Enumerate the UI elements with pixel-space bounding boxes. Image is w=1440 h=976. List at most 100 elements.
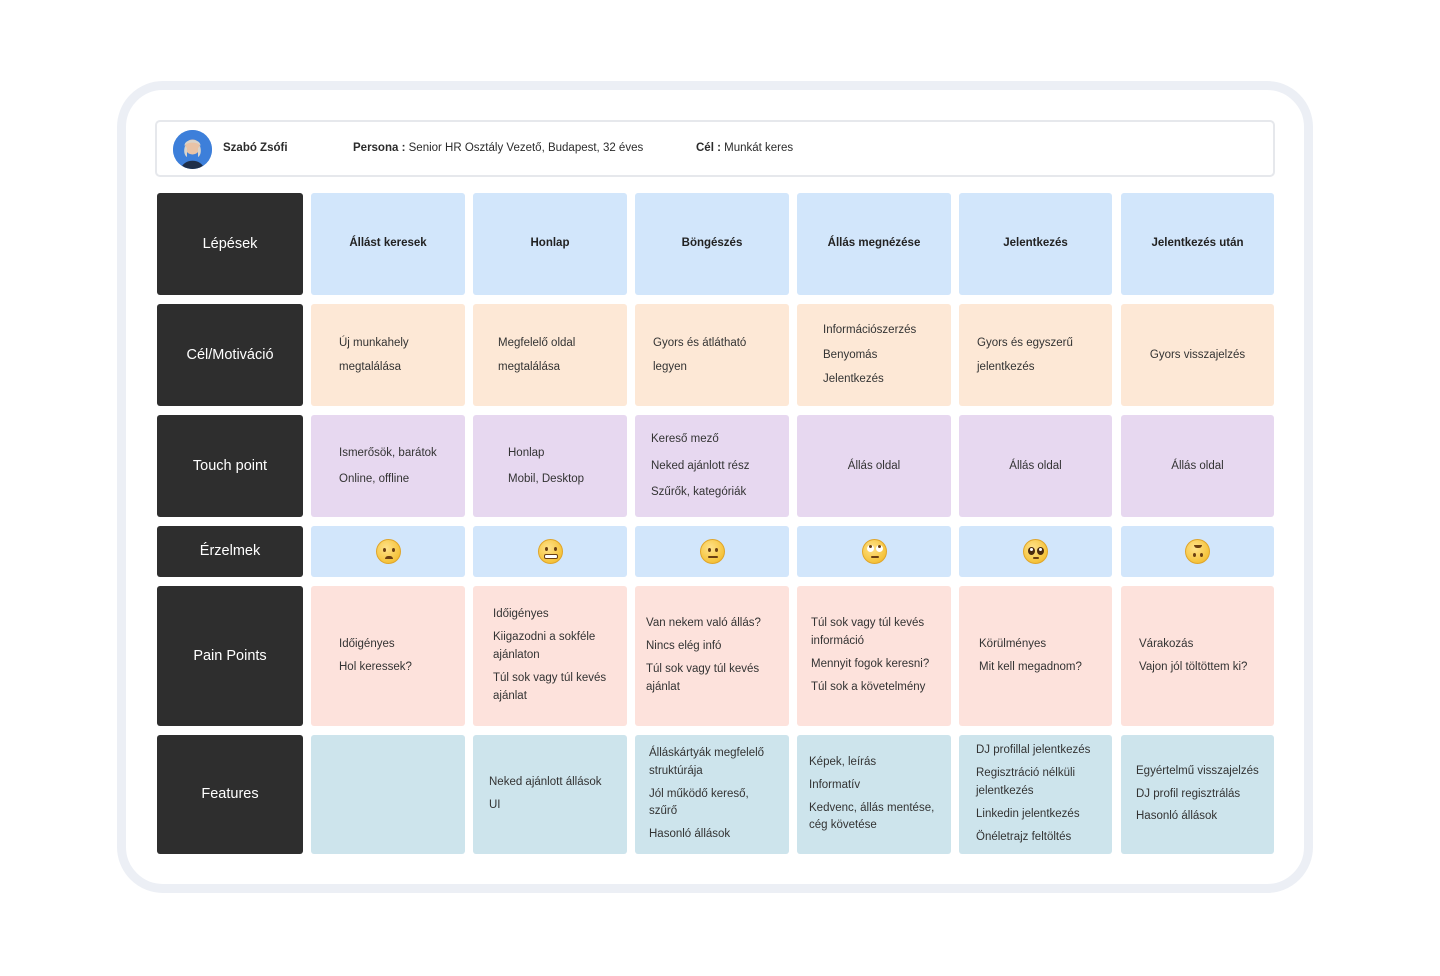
feature-text: Önéletrajz feltöltés xyxy=(976,830,1072,843)
goal-cell-5: Gyors és egyszerű jelentkezés xyxy=(959,304,1112,406)
feature-text: Hasonló állások xyxy=(1136,810,1218,823)
pain-point-text: Várakozás xyxy=(1139,637,1194,650)
step-cell-4: Állás megnézése xyxy=(797,193,951,295)
step-cell-6: Jelentkezés után xyxy=(1121,193,1274,295)
goal-cell-6: Gyors visszajelzés xyxy=(1121,304,1274,406)
touch-point-text: Mobil, Desktop xyxy=(508,473,585,485)
row-header-1: Cél/Motiváció xyxy=(157,304,303,406)
feature-text: Képek, leírás xyxy=(809,755,877,768)
goal-text: Gyors visszajelzés xyxy=(1149,348,1246,361)
goal-text: Gyors és egyszerű xyxy=(977,337,1073,350)
pain-point-text: Van nekem való állás? xyxy=(646,617,761,630)
touch-point-text: Állás oldal xyxy=(847,459,901,472)
pain-point-text: Túl sok vagy túl kevés ajánlat xyxy=(646,663,760,693)
persona-text: Senior HR Osztály Vezető, Budapest, 32 é… xyxy=(408,142,644,154)
touch-point-text: Honlap xyxy=(508,446,545,459)
persona-goal: Cél : Munkát keres xyxy=(696,142,793,154)
touch-point-text: Kereső mező xyxy=(651,433,719,446)
emotion-cell-2 xyxy=(473,526,627,577)
feature-text: Linkedin jelentkezés xyxy=(976,807,1080,820)
touch-point-cell-6: Állás oldal xyxy=(1121,415,1274,517)
step-cell-1: Állást keresek xyxy=(311,193,465,295)
pain-point-text: Időigényes xyxy=(493,608,549,621)
pain-point-text: Túl sok vagy túl kevés ajánlat xyxy=(493,671,607,702)
touch-point-text: Ismerősök, barátok xyxy=(339,446,437,459)
eye-roll-face-icon xyxy=(861,539,887,564)
goal-text: jelentkezés xyxy=(977,360,1035,373)
persona-bar: Szabó Zsófi Persona : Senior HR Osztály … xyxy=(155,120,1275,177)
goal-cell-3: Gyors és átlátható legyen xyxy=(635,304,789,406)
row-header-2: Touch point xyxy=(157,415,303,517)
pain-point-text: Mennyit fogok keresni? xyxy=(811,658,930,670)
feature-cell-1 xyxy=(311,735,465,854)
emotion-cell-5 xyxy=(959,526,1112,577)
emotion-cell-1 xyxy=(311,526,465,577)
feature-text: Kedvenc, állás mentése, cég követése xyxy=(809,801,935,832)
goal-text: Munkát keres xyxy=(724,142,794,154)
neutral-face-icon xyxy=(699,539,725,564)
pain-point-text: Vajon jól töltöttem ki? xyxy=(1139,660,1248,673)
goal-text: legyen xyxy=(653,360,687,373)
pain-point-text: Túl sok vagy túl kevés információ xyxy=(811,617,925,648)
goal-text: megtalálása xyxy=(498,360,561,373)
feature-text: Jól működő kereső, szűrő xyxy=(649,787,749,818)
feature-text: Regisztráció nélküli jelentkezés xyxy=(976,767,1076,798)
touch-point-text: Állás oldal xyxy=(1009,459,1062,472)
touch-point-cell-5: Állás oldal xyxy=(959,415,1112,517)
pain-point-text: Hol keressek? xyxy=(339,660,412,673)
pain-point-text: Kiigazodni a sokféle ajánlaton xyxy=(493,631,596,662)
pain-point-text: Nincs elég infó xyxy=(646,640,722,653)
pain-point-text: Időigényes xyxy=(339,637,395,650)
feature-cell-6: Egyértelmű visszajelzés DJ profil regiszt… xyxy=(1121,735,1274,854)
row-header-0: Lépések xyxy=(157,193,303,295)
row-header-4: Pain Points xyxy=(157,586,303,726)
goal-text: Benyomás xyxy=(823,348,878,361)
pain-point-text: Mit kell megadnom? xyxy=(979,660,1082,673)
touch-point-text: Állás oldal xyxy=(1171,459,1224,472)
goal-text: Gyors és átlátható xyxy=(653,337,747,350)
touch-point-text: Online, offline xyxy=(339,473,410,485)
feature-text: Álláskártyák megfelelő struktúrája xyxy=(649,746,765,777)
feature-text: Hasonló állások xyxy=(649,828,731,841)
persona-description: Persona : Senior HR Osztály Vezető, Buda… xyxy=(353,142,643,154)
goal-text: Jelentkezés xyxy=(823,373,884,386)
pain-point-text: Túl sok a követelmény xyxy=(811,680,926,693)
touch-point-text: Szűrők, kategóriák xyxy=(651,486,747,499)
feature-text: UI xyxy=(489,799,501,811)
touch-point-cell-4: Állás oldal xyxy=(797,415,951,517)
goal-text: megtalálása xyxy=(339,360,402,373)
pain-point-text: Körülményes xyxy=(979,637,1047,650)
step-cell-5: Jelentkezés xyxy=(959,193,1112,295)
goal-label: Cél : xyxy=(696,142,721,154)
step-cell-2: Honlap xyxy=(473,193,627,295)
row-header-3: Érzelmek xyxy=(157,526,303,577)
persona-name: Szabó Zsófi xyxy=(223,142,288,154)
emotion-cell-3 xyxy=(635,526,789,577)
feature-text: Neked ajánlott állások xyxy=(489,776,602,789)
upside-down-face-icon xyxy=(1185,539,1210,564)
feature-text: Informatív xyxy=(809,778,861,791)
emotion-cell-4 xyxy=(797,526,951,577)
feature-text: DJ profil regisztrálás xyxy=(1136,787,1241,800)
pleading-face-icon xyxy=(1023,539,1048,564)
step-cell-3: Böngészés xyxy=(635,193,789,295)
avatar xyxy=(173,130,212,169)
feature-text: DJ profillal jelentkezés xyxy=(976,744,1091,757)
feature-text: Egyértelmű visszajelzés xyxy=(1136,764,1259,777)
grimacing-face-icon xyxy=(537,539,563,564)
